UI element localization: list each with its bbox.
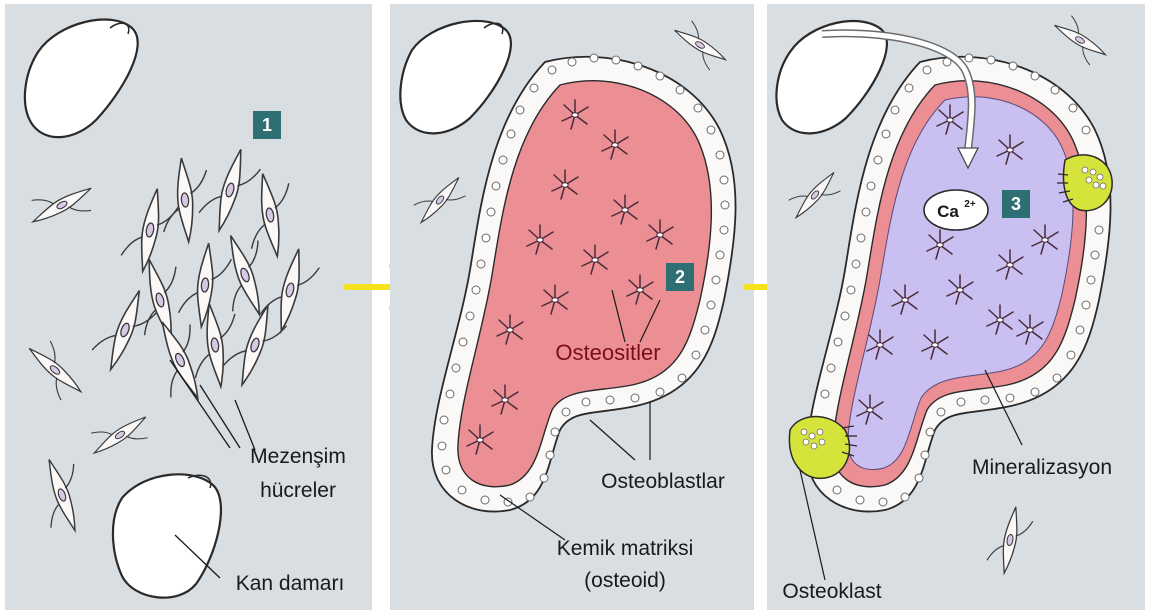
matrix-label-line1: Kemik matriksi bbox=[557, 537, 694, 560]
blood-vessel-label: Kan damarı bbox=[236, 572, 345, 595]
calcium-charge-label: 2+ bbox=[964, 199, 976, 210]
step-badge: 2 bbox=[666, 263, 694, 291]
calcium-label: Ca bbox=[937, 202, 959, 221]
osteocytes-label: Osteositler bbox=[555, 340, 660, 365]
step-badge-label: 1 bbox=[262, 115, 272, 135]
panel-mineralization: Ca 2+ 3 Mineralizasyon Osteoklast bbox=[767, 4, 1145, 610]
mesenchyme-label-line2: hücreler bbox=[260, 479, 336, 502]
mesenchyme-label-line1: Mezenşim bbox=[250, 445, 346, 468]
osteoblasts-label: Osteoblastlar bbox=[601, 470, 725, 493]
step-badge: 1 bbox=[253, 111, 281, 139]
osteoclast-label: Osteoklast bbox=[782, 580, 881, 603]
mineralization-label: Mineralizasyon bbox=[972, 456, 1112, 479]
step-badge: 3 bbox=[1002, 190, 1030, 218]
step-badge-label: 3 bbox=[1011, 194, 1021, 214]
calcium-ion: Ca 2+ bbox=[924, 190, 988, 230]
panel-mesenchyme: 1 Mezenşim hücreler Kan damarı bbox=[5, 4, 372, 610]
matrix-label-line2: (osteoid) bbox=[584, 569, 666, 592]
panel-osteoid: 2 Osteositler Osteoblastlar Kemik matrik… bbox=[390, 4, 754, 610]
step-badge-label: 2 bbox=[675, 267, 685, 287]
